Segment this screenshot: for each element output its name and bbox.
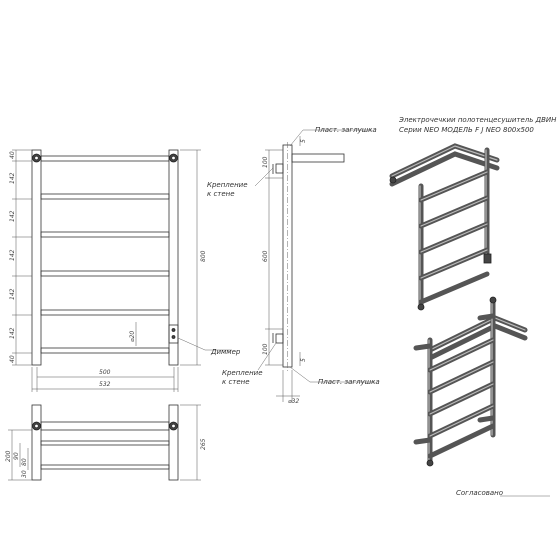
dim-seg-7: 40	[9, 355, 16, 363]
dim-seg-3: 142	[9, 210, 16, 222]
dim-tube: ⌀20	[129, 331, 136, 342]
mount-top	[275, 163, 284, 174]
approval-label: Согласовано	[456, 489, 503, 497]
right-pipe	[168, 149, 179, 366]
label-mount-top-1: Крепление	[207, 181, 248, 189]
side-view: 100 600 100 5 5 Пласт. заглушка Креплени…	[207, 126, 380, 405]
dim-width-outer: 532	[99, 381, 111, 388]
dim-seg-4: 142	[9, 249, 16, 261]
mount-bottom	[275, 333, 284, 344]
dim-total-height: 800	[200, 250, 207, 262]
label-mount-bottom-1: Крепление	[222, 369, 263, 377]
top-view: 200 90 80 30 265	[5, 404, 207, 481]
label-mount-top-2: к стене	[207, 190, 235, 198]
crossbars	[40, 155, 170, 354]
dim-5-top: 5	[300, 139, 307, 143]
title-line-2: Серии NEO МОДЕЛЬ F J NEO 800х500	[399, 126, 534, 134]
dim-265: 265	[200, 438, 207, 450]
dim-side-mid: 600	[262, 250, 269, 262]
dim-width-inner: 500	[99, 369, 111, 376]
dim-side-bottom: 100	[262, 343, 269, 355]
title-line-1: Электрочечкии полотенцесушитель ДВИН	[398, 116, 557, 124]
shelf-arm	[291, 153, 345, 163]
dim-80: 80	[21, 458, 28, 466]
isometric-view-top	[389, 143, 500, 311]
dim-30: 30	[21, 470, 28, 478]
dim-seg-1: 40	[9, 151, 16, 159]
left-pipe	[31, 149, 42, 366]
isometric-view-bottom	[413, 296, 528, 467]
dim-seg-5: 142	[9, 288, 16, 300]
dim-5-bottom: 5	[300, 358, 307, 362]
dim-200: 200	[5, 450, 12, 462]
dim-side-top: 100	[262, 156, 269, 168]
dim-90: 90	[13, 452, 20, 460]
dim-diam: ⌀32	[288, 398, 299, 405]
label-plug-bottom: Пласт. заглушка	[318, 378, 380, 386]
dim-seg-6: 142	[9, 327, 16, 339]
dim-seg-2: 142	[9, 172, 16, 184]
label-dimmer: Диммер	[210, 348, 241, 356]
label-plug-top: Пласт. заглушка	[315, 126, 377, 134]
dimmer-box	[168, 324, 179, 344]
front-view: 40 142 142 142 142 142 40 800 ⌀20 Диммер…	[9, 149, 241, 392]
label-mount-bottom-2: к стене	[222, 378, 250, 386]
